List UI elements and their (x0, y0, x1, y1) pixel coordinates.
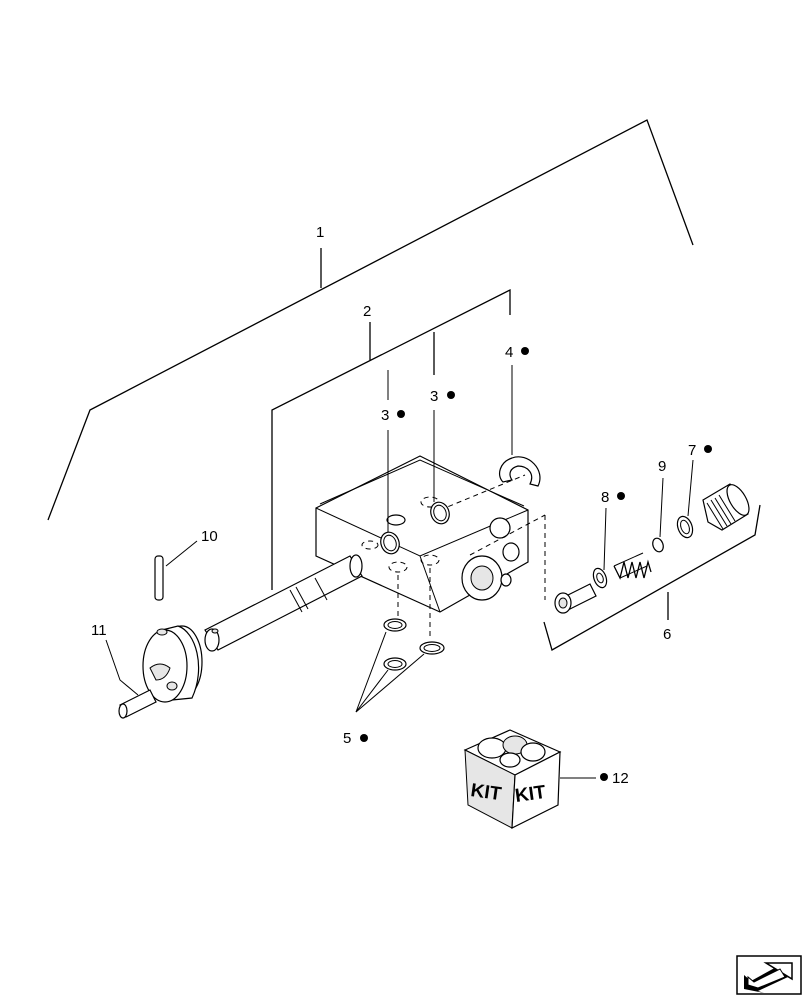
o-ring-9 (652, 477, 664, 553)
kit-box-icon: KIT KIT (463, 729, 596, 829)
handle-pin-11 (105, 639, 157, 719)
kit-bullet-8 (617, 492, 625, 500)
callout-2: 2 (363, 303, 371, 320)
callout-labels: 1 2 3 3 4 5 6 7 8 9 10 11 12 (91, 224, 712, 787)
o-ring-3-right (430, 410, 450, 525)
callout-6: 6 (663, 626, 671, 643)
roll-pin-10 (154, 540, 198, 601)
callout-11: 11 (91, 622, 107, 639)
spring (613, 552, 652, 580)
seal-ring-4 (499, 365, 541, 487)
kit-bullet-3-right (447, 391, 455, 399)
callout-3-right: 3 (430, 388, 438, 405)
kit-bullet-12 (600, 773, 608, 781)
control-spool-shaft (204, 554, 363, 652)
kit-bullet-7 (704, 445, 712, 453)
o-rings-5 (355, 618, 445, 713)
bracket-valve-body-2 (271, 288, 511, 590)
callout-10: 10 (201, 528, 218, 545)
callout-12: 12 (612, 770, 629, 787)
o-ring-3-left (380, 430, 400, 555)
washer-8 (592, 507, 608, 589)
bracket-relief-group-6 (543, 504, 761, 651)
callout-7: 7 (688, 442, 696, 459)
callout-8: 8 (601, 489, 609, 506)
callout-5: 5 (343, 730, 351, 747)
kit-label-left: KIT (469, 780, 503, 805)
kit-bullet-4 (521, 347, 529, 355)
valve-body-block (315, 455, 546, 640)
next-page-arrow-icon (736, 955, 802, 995)
kit-bullet-5 (360, 734, 368, 742)
callout-1: 1 (316, 224, 324, 241)
bracket-assembly-1 (47, 119, 694, 521)
kit-label-right: KIT (514, 782, 548, 807)
callout-4: 4 (505, 344, 513, 361)
poppet-plunger (554, 583, 597, 614)
callout-9: 9 (658, 458, 666, 475)
kit-bullet-3-left (397, 410, 405, 418)
threaded-plug (702, 483, 750, 531)
callout-3-left: 3 (381, 407, 389, 424)
o-ring-7 (676, 459, 694, 539)
next-page-button[interactable] (736, 955, 802, 995)
cam-knob (142, 625, 203, 703)
